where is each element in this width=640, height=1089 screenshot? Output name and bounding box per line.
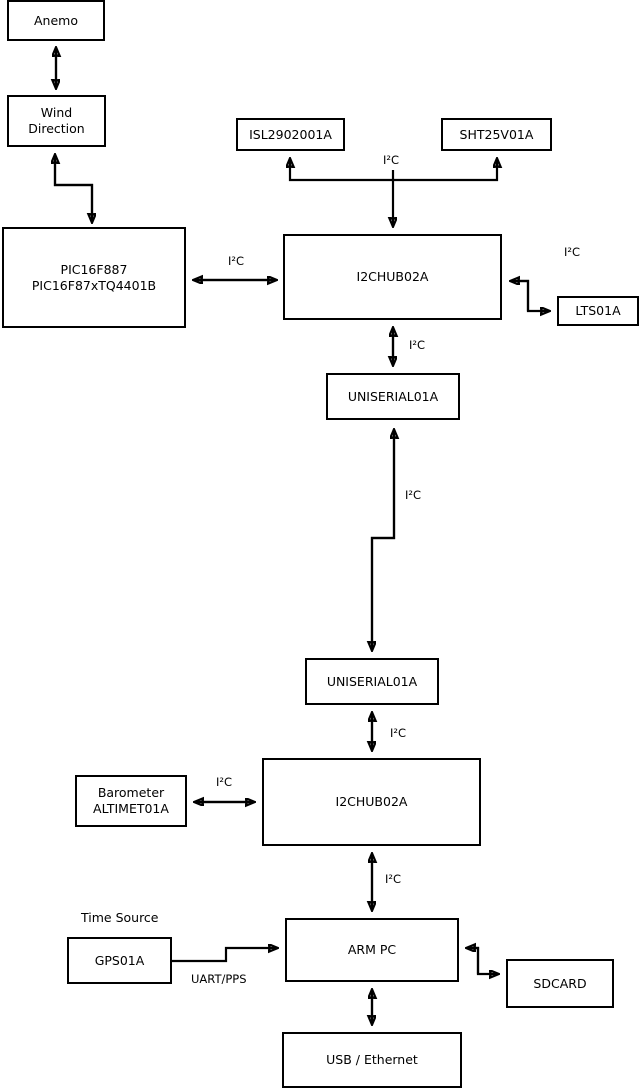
edge-label-i2c-sensor-bus: I²C <box>383 153 400 167</box>
edge-label-i2c-uniserial-hub: I²C <box>390 726 407 740</box>
node-sdcard[interactable]: SDCARD <box>506 959 614 1008</box>
edge-label-uart-pps: UART/PPS <box>191 972 247 986</box>
node-usb-ethernet[interactable]: USB / Ethernet <box>282 1032 462 1088</box>
node-uniserial01a-lower[interactable]: UNISERIAL01A <box>305 658 439 705</box>
node-barometer-altimet01a[interactable]: Barometer ALTIMET01A <box>75 775 187 827</box>
connector-wind-pic <box>55 155 92 222</box>
node-uniserial01a-upper[interactable]: UNISERIAL01A <box>326 373 460 420</box>
node-lts01a[interactable]: LTS01A <box>557 296 639 326</box>
edge-label-i2c-barometer: I²C <box>216 775 233 789</box>
label-time-source: Time Source <box>81 910 159 925</box>
edge-label-i2c-trunk: I²C <box>405 488 422 502</box>
connector-hubtop-sensors <box>290 159 497 226</box>
node-sht25v01a[interactable]: SHT25V01A <box>441 118 552 151</box>
node-pic-mcu[interactable]: PIC16F887 PIC16F87xTQ4401B <box>2 227 186 328</box>
connector-gps-armpc <box>172 948 277 963</box>
connector-hubtop-lts <box>511 281 549 311</box>
edge-label-i2c-hub-uniserial: I²C <box>409 338 426 352</box>
node-i2chub02a-bottom[interactable]: I2CHUB02A <box>262 758 481 846</box>
node-wind-direction[interactable]: Wind Direction <box>7 95 106 147</box>
node-arm-pc[interactable]: ARM PC <box>285 918 459 982</box>
edge-label-i2c-pic-hub: I²C <box>228 254 245 268</box>
edge-label-i2c-hub-armpc: I²C <box>385 872 402 886</box>
connector-armpc-sdcard <box>467 948 498 974</box>
node-isl2902001a[interactable]: ISL2902001A <box>236 118 345 151</box>
connector-uniserial-trunk <box>372 430 394 650</box>
node-i2chub02a-top[interactable]: I2CHUB02A <box>283 234 502 320</box>
node-gps01a[interactable]: GPS01A <box>67 937 172 984</box>
edge-label-i2c-lts: I²C <box>564 245 581 259</box>
node-anemo[interactable]: Anemo <box>7 0 105 41</box>
